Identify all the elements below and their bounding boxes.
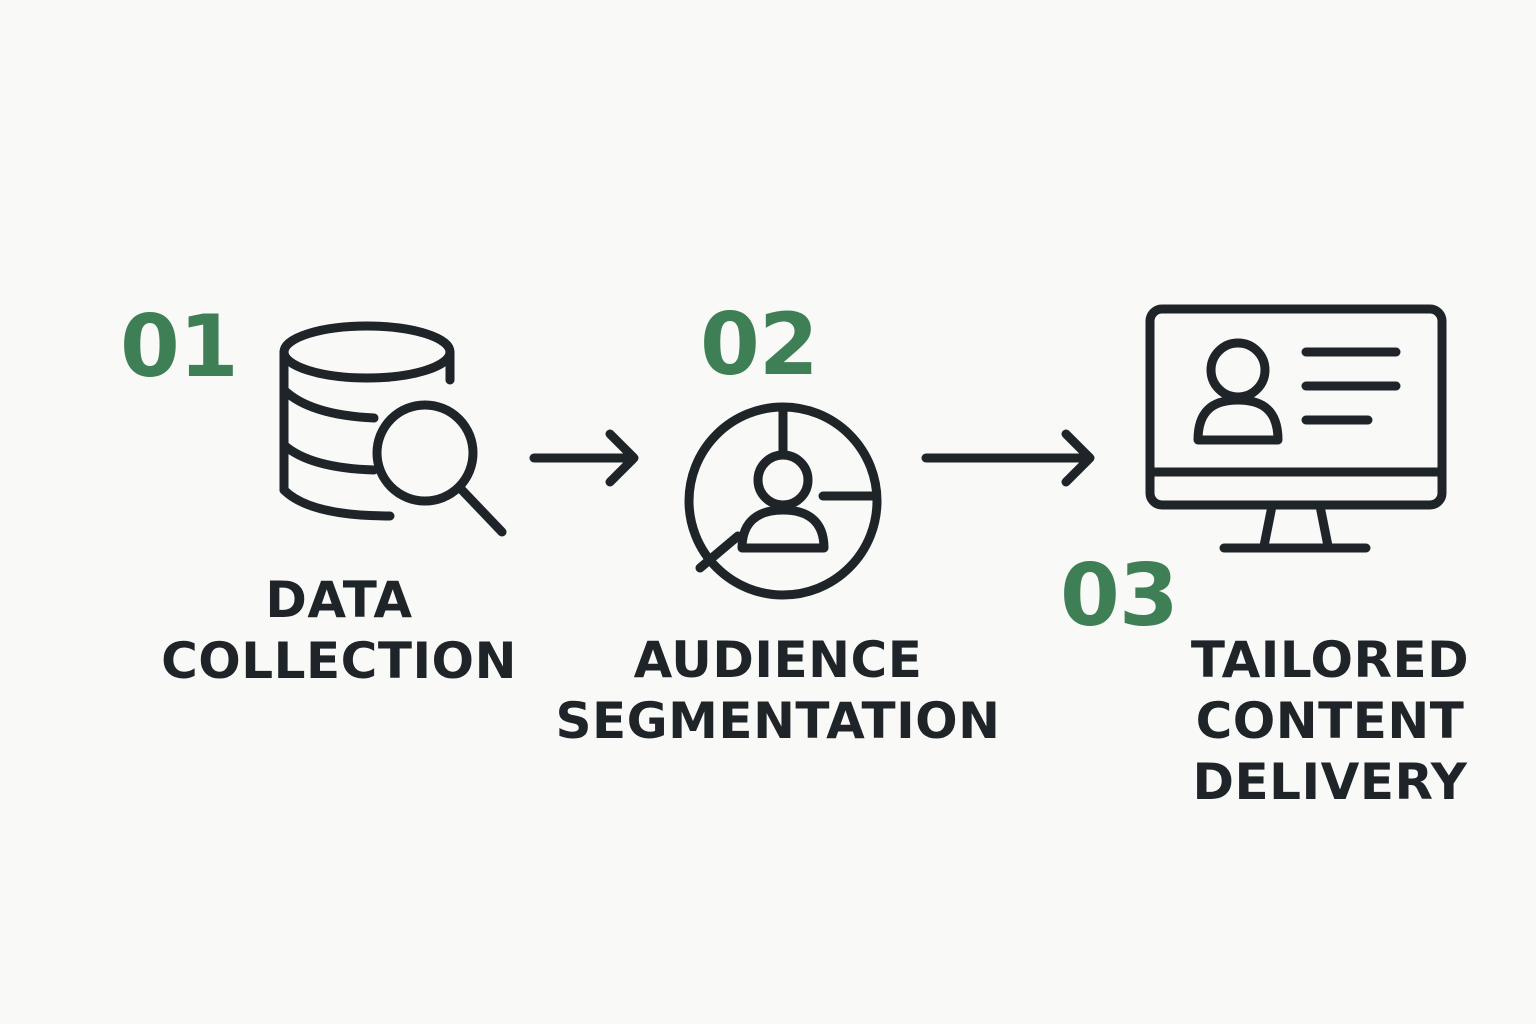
monitor-profile-icon	[1145, 304, 1447, 553]
step-number-02: 02	[700, 295, 819, 395]
step-number-03: 03	[1060, 546, 1179, 646]
step-label-line: COLLECTION	[161, 632, 517, 690]
arrow-right-icon	[921, 429, 1095, 487]
step-label-line: AUDIENCE	[633, 631, 923, 689]
step-label-line: TAILORED	[1190, 631, 1470, 689]
step-label-02: AUDIENCE SEGMENTATION	[548, 630, 1008, 752]
step-number-01: 01	[120, 297, 239, 397]
step-label-line: CONTENT	[1195, 692, 1465, 750]
audience-segment-icon	[684, 402, 882, 600]
step-label-line: SEGMENTATION	[555, 692, 1001, 750]
arrow-right-icon	[529, 429, 639, 487]
step-label-01: DATA COLLECTION	[154, 570, 524, 692]
database-search-icon	[279, 321, 507, 537]
step-label-line: DATA	[265, 571, 413, 629]
step-label-03: TAILORED CONTENT DELIVERY	[1180, 630, 1480, 813]
step-label-line: DELIVERY	[1192, 753, 1468, 811]
